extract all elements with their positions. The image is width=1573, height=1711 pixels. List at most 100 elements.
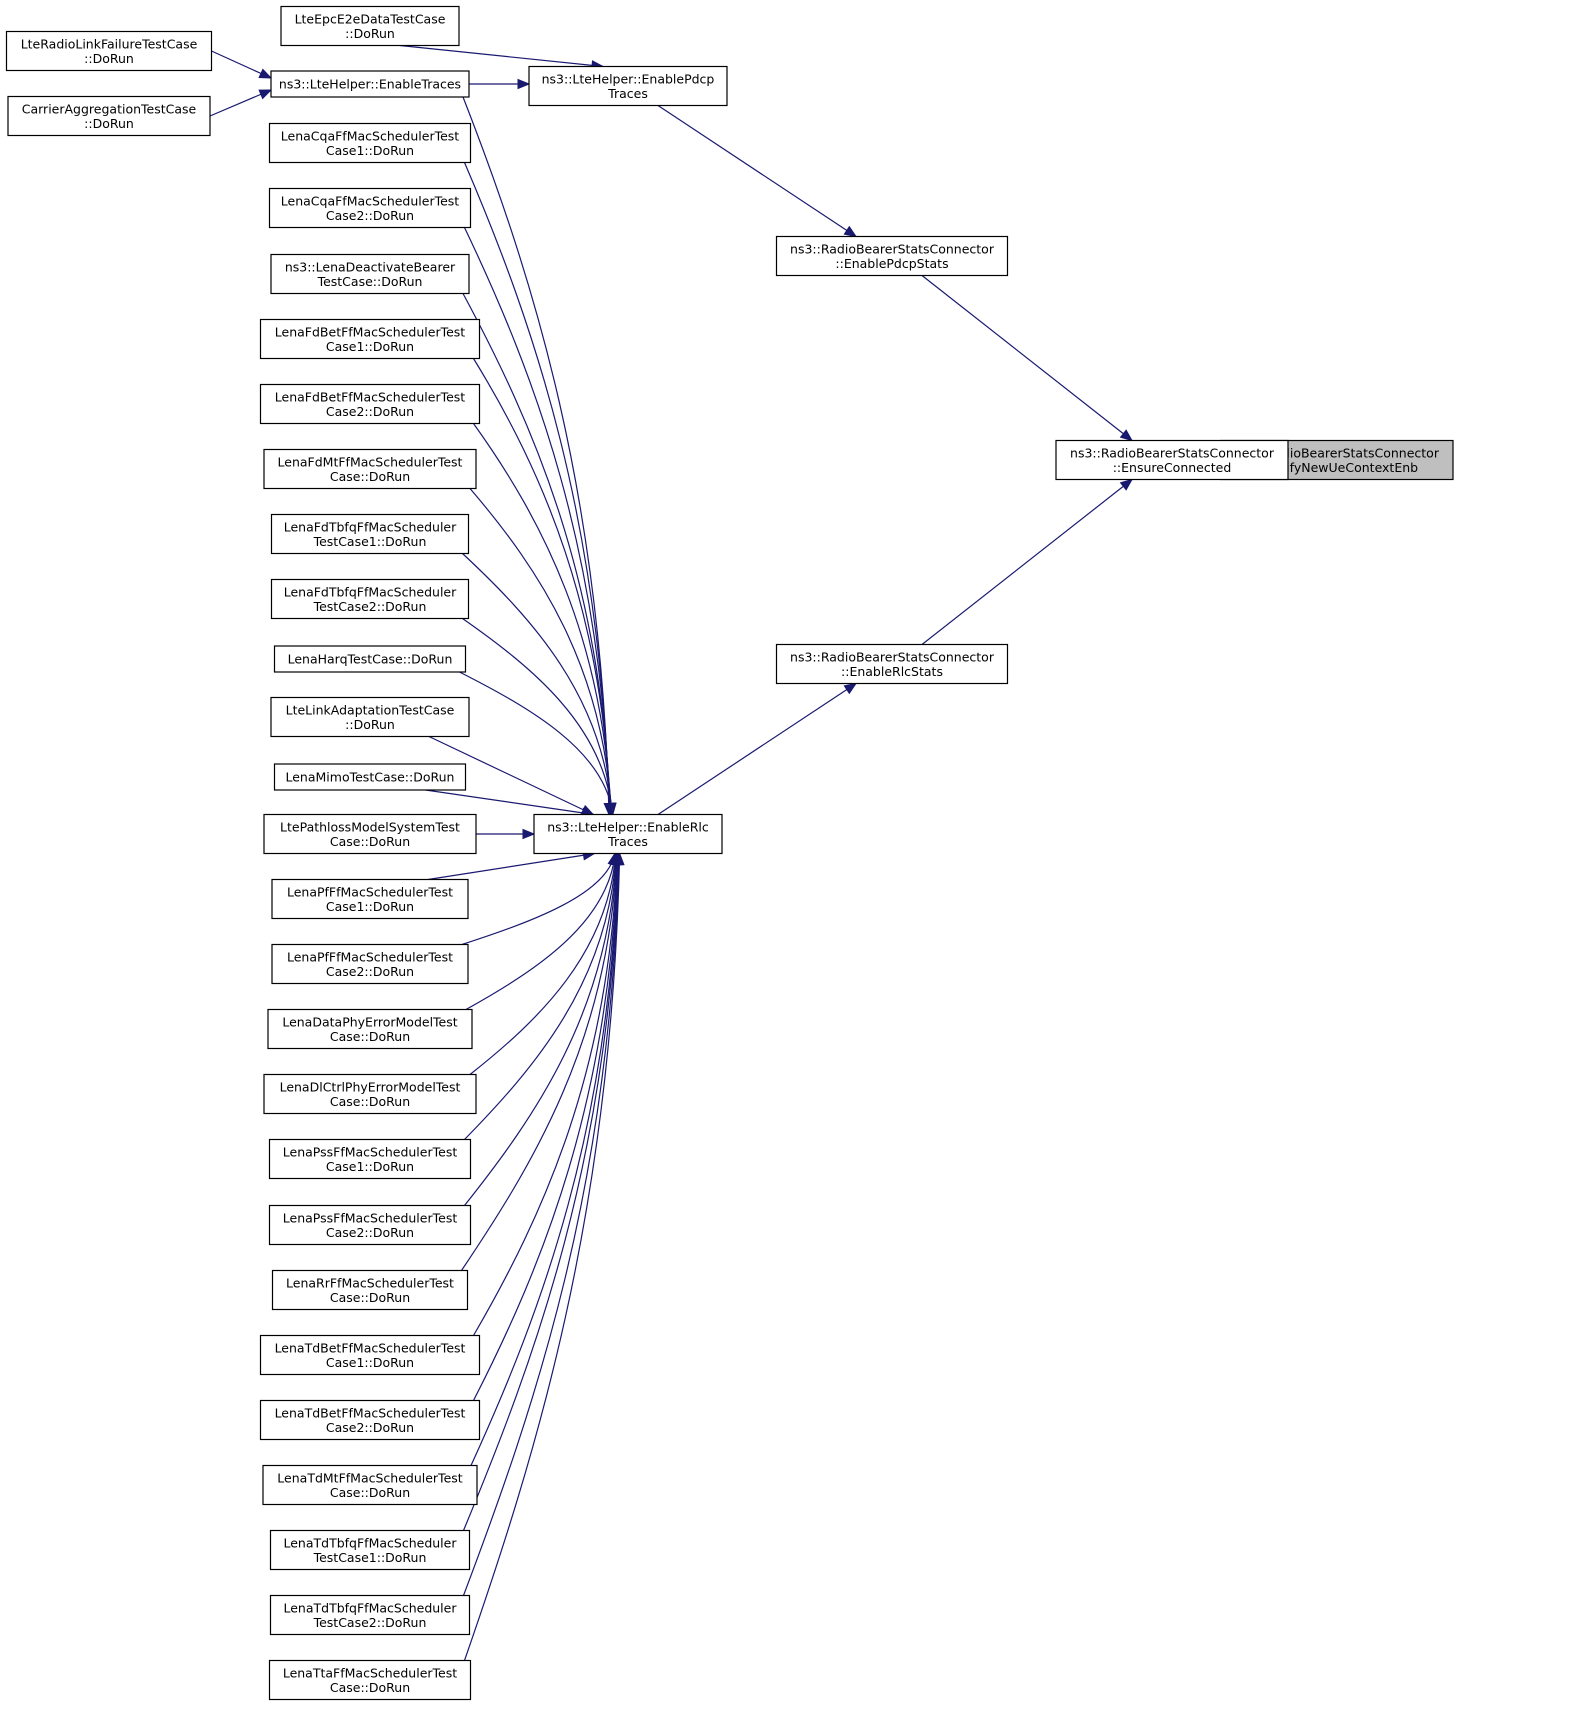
edge-line <box>472 358 612 815</box>
edge-arrowhead <box>843 682 858 695</box>
node-linkad[interactable]: LteLinkAdaptationTestCase::DoRun <box>270 696 470 738</box>
edge-arrowhead <box>258 68 273 79</box>
node-box <box>268 122 472 164</box>
node-label-line: Case::DoRun <box>330 1290 410 1305</box>
node-label-line: LenaFdMtFfMacSchedulerTest <box>278 454 463 469</box>
node-label-line: TestCase1::DoRun <box>313 534 427 549</box>
edge-line <box>463 853 621 1661</box>
node-label-line: LteRadioLinkFailureTestCase <box>21 36 198 51</box>
edges-layer <box>209 44 1288 1661</box>
node-label-line: Case2::DoRun <box>326 1420 414 1435</box>
node-box <box>263 1073 477 1115</box>
node-rlf[interactable]: LteRadioLinkFailureTestCase::DoRun <box>5 30 213 72</box>
node-label-line: TestCase2::DoRun <box>313 1615 427 1630</box>
node-box <box>269 1529 471 1571</box>
node-traces[interactable]: ns3::LteHelper::EnableTraces <box>270 70 470 98</box>
node-label-line: LenaHarqTestCase::DoRun <box>288 652 453 667</box>
node-label-line: ns3::LteHelper::EnableTraces <box>279 77 461 92</box>
node-label-line: LenaPfFfMacSchedulerTest <box>287 949 453 964</box>
node-label-line: LenaFdTbfqFfMacScheduler <box>284 584 457 599</box>
node-label-line: LenaCqaFfMacSchedulerTest <box>281 193 460 208</box>
edge-line <box>464 853 618 1206</box>
node-label-line: LenaPssFfMacSchedulerTest <box>283 1210 458 1225</box>
node-label-line: ns3::LenaDeactivateBearer <box>285 259 456 274</box>
node-epc[interactable]: LteEpcE2eDataTestCase::DoRun <box>280 5 460 47</box>
node-box <box>270 578 470 620</box>
node-label-line: Case::DoRun <box>330 1029 410 1044</box>
edge-line <box>921 479 1133 645</box>
node-box <box>259 318 481 360</box>
node-label-line: LenaCqaFfMacSchedulerTest <box>281 128 460 143</box>
node-label-line: ::EnableRlcStats <box>841 664 943 679</box>
edge-line <box>461 853 616 946</box>
node-label-line: Case1::DoRun <box>326 339 414 354</box>
node-box <box>259 383 481 425</box>
edge-line <box>461 853 618 1271</box>
node-harq[interactable]: LenaHarqTestCase::DoRun <box>273 645 467 673</box>
node-box <box>263 813 477 855</box>
edge-line <box>465 853 616 1011</box>
node-label-line: LenaTdBetFfMacSchedulerTest <box>275 1405 466 1420</box>
nodes-layer: ns3::RadioBearerStatsConnector::NotifyNe… <box>5 5 1454 1701</box>
edge-line <box>427 852 595 881</box>
node-label-line: ::DoRun <box>345 26 395 41</box>
node-box <box>268 187 472 229</box>
edge-line <box>425 789 594 816</box>
edge-arrowhead <box>614 852 625 866</box>
node-box <box>262 1464 478 1506</box>
node-label-line: Case1::DoRun <box>326 143 414 158</box>
node-label-line: Traces <box>607 834 648 849</box>
node-box <box>1055 439 1289 481</box>
edge-arrowhead <box>258 89 273 100</box>
node-box <box>280 5 460 47</box>
node-label-line: LenaPssFfMacSchedulerTest <box>283 1144 458 1159</box>
node-label-line: Case1::DoRun <box>326 1355 414 1370</box>
node-label-line: LenaFdTbfqFfMacScheduler <box>284 519 457 534</box>
node-label-line: TestCase2::DoRun <box>313 599 427 614</box>
node-box <box>775 643 1009 685</box>
edge-line <box>657 104 857 238</box>
node-mimo[interactable]: LenaMimoTestCase::DoRun <box>273 763 467 791</box>
node-label-line: Case2::DoRun <box>326 1225 414 1240</box>
node-box <box>270 513 470 555</box>
edge-line <box>462 618 614 815</box>
node-label-line: LenaMimoTestCase::DoRun <box>286 770 455 785</box>
node-ensure[interactable]: ns3::RadioBearerStatsConnector::EnsureCo… <box>1055 439 1289 481</box>
node-label-line: LteLinkAdaptationTestCase <box>286 702 455 717</box>
node-pdcpstats[interactable]: ns3::RadioBearerStatsConnector::EnablePd… <box>775 235 1009 277</box>
node-box <box>268 1204 472 1246</box>
node-box <box>271 1269 469 1311</box>
node-box <box>533 813 723 855</box>
node-box <box>263 448 477 490</box>
node-label-line: LtePathlossModelSystemTest <box>280 819 460 834</box>
node-label-line: LenaTdBetFfMacSchedulerTest <box>275 1340 466 1355</box>
edge-line <box>462 96 610 815</box>
node-box <box>273 763 467 791</box>
node-rlcstats[interactable]: ns3::RadioBearerStatsConnector::EnableRl… <box>775 643 1009 685</box>
node-ca[interactable]: CarrierAggregationTestCase::DoRun <box>7 95 211 137</box>
